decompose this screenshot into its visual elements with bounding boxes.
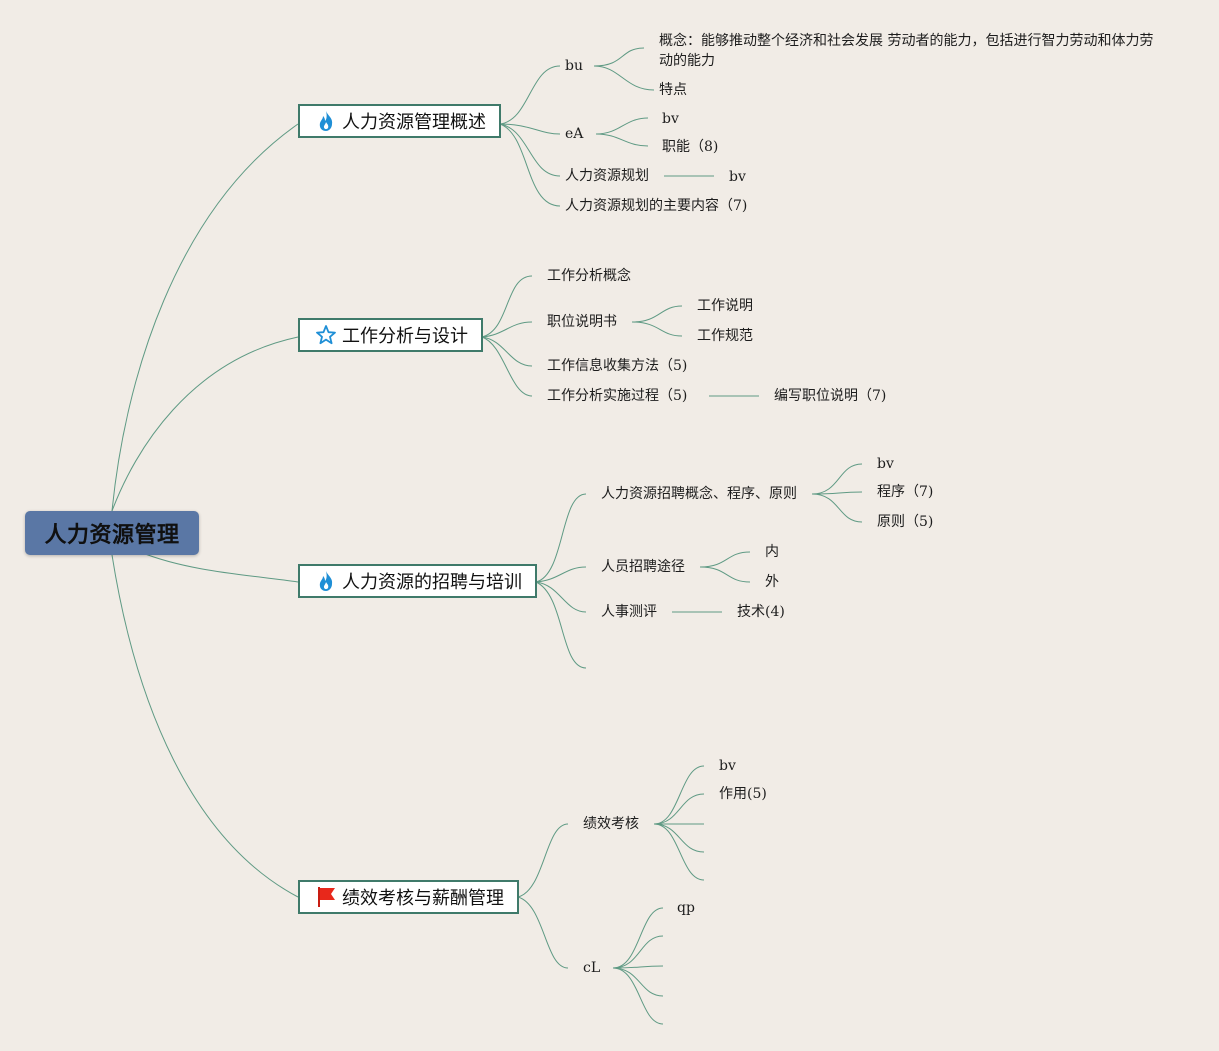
subtopic-cl[interactable]: cL	[583, 960, 601, 976]
leaf-features[interactable]: 特点	[659, 82, 687, 98]
leaf-bv[interactable]: bv	[719, 758, 736, 774]
leaf-bv[interactable]: bv	[662, 111, 679, 127]
leaf-internal[interactable]: 内	[765, 544, 779, 560]
leaf-bv[interactable]: bv	[729, 169, 746, 185]
topic-label: 人力资源管理概述	[342, 112, 486, 133]
subtopic-performance-appraisal[interactable]: 绩效考核	[583, 816, 639, 832]
leaf-external[interactable]: 外	[765, 574, 779, 590]
leaf-principles[interactable]: 原则（5)	[877, 514, 934, 530]
subtopic-hr-planning-content[interactable]: 人力资源规划的主要内容（7)	[565, 198, 748, 214]
subtopic-job-description-doc[interactable]: 职位说明书	[547, 314, 617, 330]
subtopic-info-collection[interactable]: 工作信息收集方法（5)	[547, 358, 688, 374]
subtopic-recruitment-channels[interactable]: 人员招聘途径	[601, 559, 685, 575]
subtopic-ea[interactable]: eA	[565, 126, 584, 142]
topic-recruitment-training[interactable]: 人力资源的招聘与培训	[298, 564, 537, 598]
leaf-concept[interactable]: 概念：能够推动整个经济和社会发展 劳动者的能力，包括进行智力劳动和体力劳动的能力	[659, 33, 1154, 69]
leaf-techniques[interactable]: 技术(4)	[737, 604, 785, 620]
topic-label: 绩效考核与薪酬管理	[342, 888, 504, 909]
subtopic-job-analysis-concept[interactable]: 工作分析概念	[547, 268, 631, 284]
leaf-qp[interactable]: qp	[677, 900, 695, 916]
subtopic-recruitment-concept[interactable]: 人力资源招聘概念、程序、原则	[601, 486, 797, 502]
root-topic[interactable]: 人力资源管理	[25, 511, 199, 555]
leaf-procedure[interactable]: 程序（7)	[877, 484, 934, 500]
topic-performance-compensation[interactable]: 绩效考核与薪酬管理	[298, 880, 519, 914]
fire-icon	[316, 110, 336, 132]
fire-icon	[316, 570, 336, 592]
leaf-job-description[interactable]: 工作说明	[697, 298, 753, 314]
topic-label: 人力资源的招聘与培训	[342, 572, 522, 593]
subtopic-implementation[interactable]: 工作分析实施过程（5)	[547, 388, 688, 404]
subtopic-bu[interactable]: bu	[565, 58, 583, 74]
root-topic-label: 人力资源管理	[44, 522, 180, 548]
subtopic-hr-planning[interactable]: 人力资源规划	[565, 168, 649, 184]
subtopic-personnel-assessment[interactable]: 人事测评	[601, 604, 657, 620]
topic-label: 工作分析与设计	[342, 326, 468, 347]
star-icon	[316, 324, 336, 346]
leaf-functions[interactable]: 职能（8)	[662, 139, 719, 155]
topic-hr-overview[interactable]: 人力资源管理概述	[298, 104, 501, 138]
topic-job-analysis[interactable]: 工作分析与设计	[298, 318, 483, 352]
flag-icon	[316, 886, 336, 908]
leaf-bv[interactable]: bv	[877, 456, 894, 472]
leaf-job-specification[interactable]: 工作规范	[697, 328, 753, 344]
leaf-write-description[interactable]: 编写职位说明（7)	[774, 388, 887, 404]
leaf-role[interactable]: 作用(5)	[719, 786, 767, 802]
